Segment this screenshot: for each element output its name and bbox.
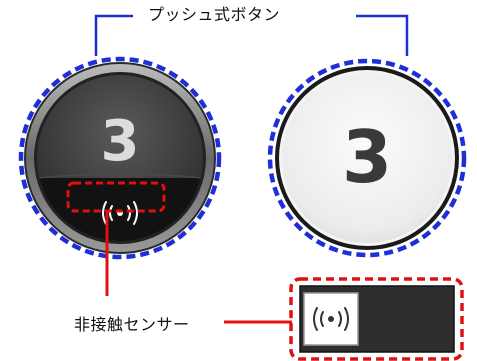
sensor-panel-contactless-icon (313, 307, 349, 331)
sensor-leader-lines (105, 212, 292, 324)
dark-button-blue-highlight (18, 56, 222, 260)
contactless-sensor-panel (299, 285, 455, 353)
push-button-leader-lines (94, 14, 409, 56)
light-button-blue-highlight (267, 58, 467, 258)
sensor-panel-red-highlight (289, 277, 464, 361)
light-button-number: 3 (342, 115, 392, 199)
push-button-label: プッシュ式ボタン (148, 5, 281, 24)
dark-button-sensor-red-highlight (66, 181, 166, 213)
contactless-sensor-label: 非接触センサー (74, 315, 190, 334)
dark-button-number: 3 (101, 109, 140, 174)
light-push-button (275, 66, 459, 250)
